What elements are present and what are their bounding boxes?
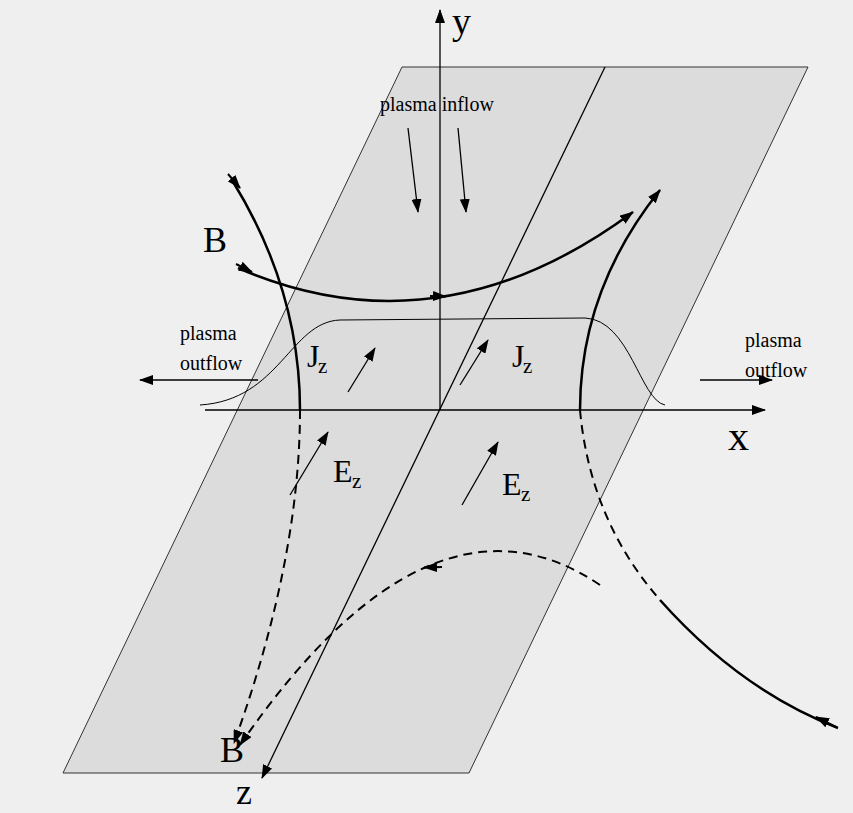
subscript: z xyxy=(318,356,327,377)
flow-label: plasma outflow xyxy=(745,325,815,385)
subscript: z xyxy=(523,356,532,377)
y-axis xyxy=(439,10,440,410)
inflow-arrow xyxy=(458,128,466,212)
axis-label: z xyxy=(236,774,252,810)
flow-label: plasma inflow xyxy=(380,94,494,114)
subscript: z xyxy=(521,484,530,505)
field-arrow xyxy=(816,717,836,727)
current-profile xyxy=(200,318,665,405)
subscript: z xyxy=(352,471,361,492)
inflow-arrow xyxy=(408,128,418,212)
field-line-hidden xyxy=(234,410,300,743)
axis-label: y xyxy=(452,2,471,40)
outflow-arrow xyxy=(140,379,258,380)
current-label: J xyxy=(512,340,524,372)
flow-label: plasma outflow xyxy=(180,318,250,378)
z-axis xyxy=(262,67,605,778)
efield-label: E xyxy=(502,468,522,500)
current-arrow xyxy=(460,340,488,385)
field-line xyxy=(238,212,633,301)
field-line xyxy=(580,190,660,410)
current-arrow xyxy=(348,348,375,392)
efield-label: E xyxy=(333,455,353,487)
efield-arrow xyxy=(462,442,498,505)
field-arrow xyxy=(236,264,252,272)
x-axis xyxy=(205,409,765,410)
field-arrow xyxy=(430,295,446,298)
field-arrow xyxy=(424,566,442,569)
field-line xyxy=(660,600,838,728)
field-label: B xyxy=(203,222,227,258)
field-line xyxy=(232,180,300,410)
field-arrow xyxy=(228,174,240,188)
efield-arrow xyxy=(290,432,328,495)
axis-label: x xyxy=(728,415,749,457)
field-line-hidden xyxy=(240,551,600,745)
field-line-hidden xyxy=(580,410,660,600)
current-label: J xyxy=(307,340,319,372)
field-label: B xyxy=(220,732,244,768)
current-sheet-plane xyxy=(63,67,808,773)
